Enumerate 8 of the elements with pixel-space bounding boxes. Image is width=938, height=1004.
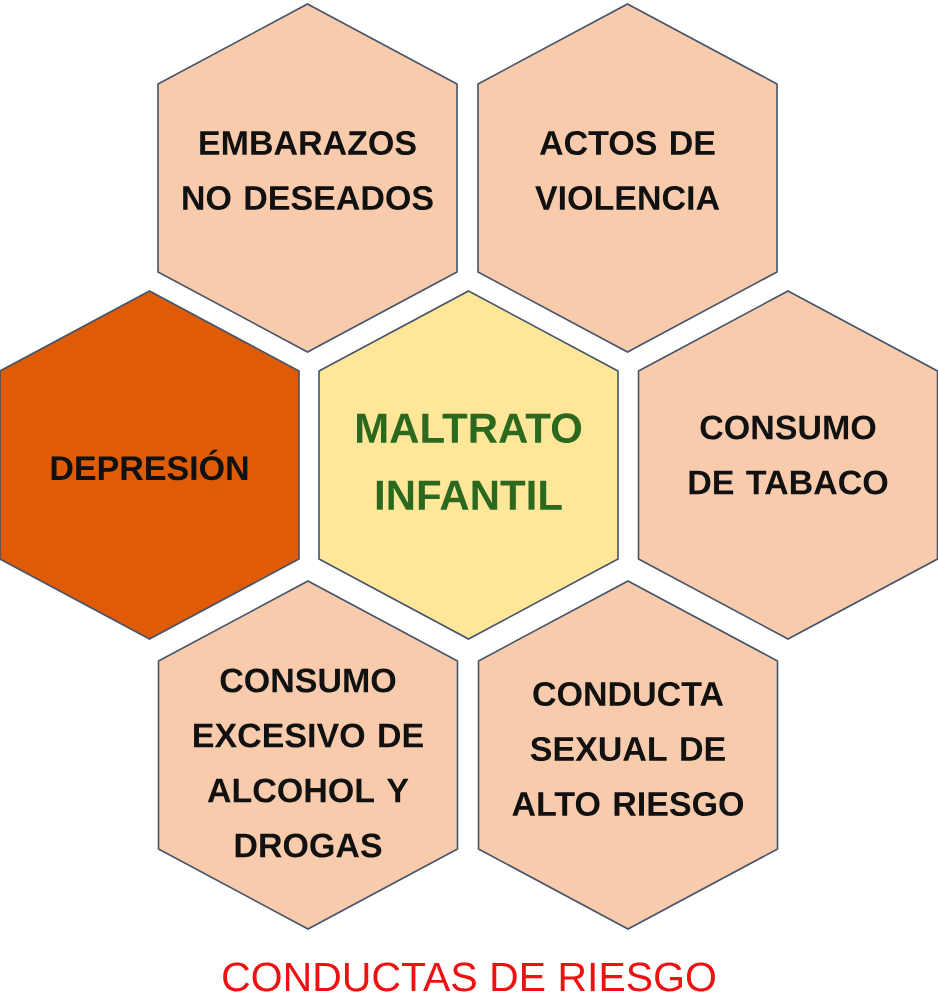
caption: CONDUCTAS DE RIESGO — [223, 962, 715, 992]
hexagon: CONSUMO DE TABACO — [637, 290, 938, 640]
hexagon: MALTRATO INFANTIL — [318, 290, 619, 640]
hexagon: DEPRESIÓN — [0, 290, 300, 640]
hexagon: CONDUCTA SEXUAL DE ALTO RIESGO — [477, 580, 779, 930]
hexagon: EMBARAZOS NO DESEADOS — [157, 3, 458, 353]
hexagon: ACTOS DE VIOLENCIA — [477, 3, 778, 353]
hexagon: CONSUMO EXCESIVO DE ALCOHOL Y DROGAS — [157, 580, 459, 930]
